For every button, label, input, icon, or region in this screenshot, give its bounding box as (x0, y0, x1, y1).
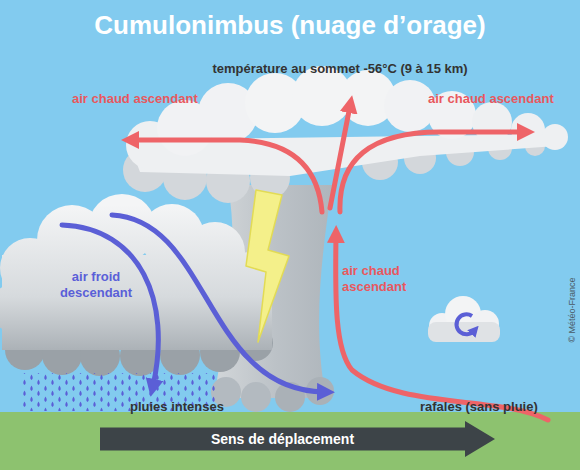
air-flow-arrows (62, 106, 548, 420)
direction-arrow: Sens de déplacement (100, 421, 495, 457)
air-flow-arrows-part (62, 225, 158, 386)
gust-label: rafales (sans pluie) (420, 399, 570, 415)
air-flow-arrows-part (336, 236, 548, 420)
cold-air-label: air froid descendant (52, 269, 140, 301)
ground-strip (0, 412, 580, 470)
cloud-anvil-part (542, 124, 568, 150)
direction-label: Sens de déplacement (100, 431, 465, 447)
diagram-title: Cumulonimbus (nuage d’orage) (0, 10, 580, 40)
warm-air-label: air chaud ascendant (72, 91, 262, 107)
lightning-bolt (246, 190, 289, 342)
cloud-tower-part (241, 382, 271, 412)
summit-temperature: température au sommet -56°C (9 à 15 km) (140, 61, 540, 77)
small-cloud (428, 296, 500, 342)
air-flow-arrows-part (132, 140, 322, 212)
warm-air-label: air chaud ascendant (342, 263, 422, 295)
air-flow-arrows-part (340, 132, 524, 212)
cloud-anvil-part (472, 102, 512, 142)
warm-air-label: air chaud ascendant (428, 91, 578, 107)
air-flow-arrows-part (112, 215, 324, 392)
rain-label: pluies intenses (130, 399, 280, 415)
watermark: © Météo-France (566, 260, 578, 360)
cloud-left-part (0, 284, 38, 332)
direction-arrow-body (100, 421, 495, 457)
small-cloud-part (457, 314, 474, 334)
